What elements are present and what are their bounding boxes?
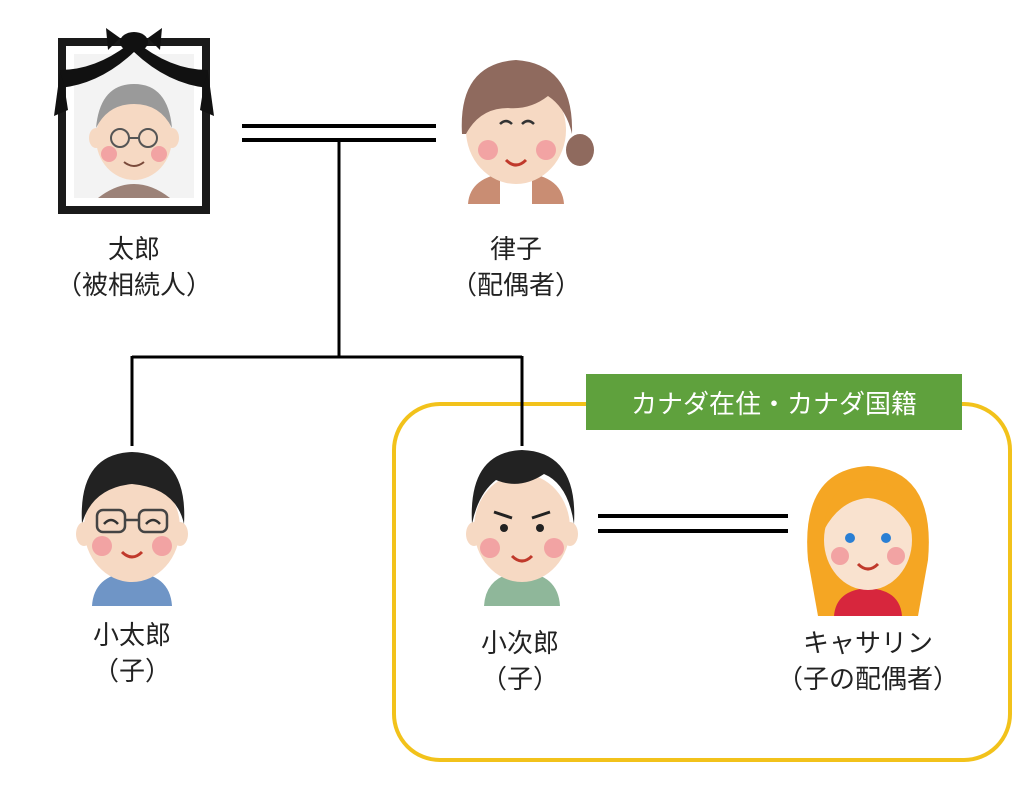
kojiro-name: 小次郎 [480,629,560,659]
residence-nationality-banner: カナダ在住・カナダ国籍 [586,374,962,430]
taro-name: 太郎 [107,235,161,265]
kotaro-role: （子） [92,657,172,687]
descent-lines [130,140,524,446]
taro-label: 太郎 （被相続人） [56,232,212,304]
ritsuko-label: 律子 （配偶者） [451,232,581,304]
marriage-line-taro-ritsuko [242,124,436,142]
kotaro-name: 小太郎 [92,621,172,651]
catherine-avatar [807,466,929,616]
kotaro-avatar [76,452,188,606]
kojiro-label: 小次郎 （子） [481,626,559,698]
marriage-line-kojiro-catherine [598,514,788,533]
kotaro-label: 小太郎 （子） [93,618,171,690]
kojiro-role: （子） [480,665,560,695]
ritsuko-avatar [461,60,594,204]
taro-memorial-portrait [54,28,214,214]
taro-role: （被相続人） [55,271,213,301]
catherine-name: キャサリン [802,629,934,659]
ritsuko-role: （配偶者） [450,271,582,301]
catherine-label: キャサリン （子の配偶者） [777,626,959,698]
ritsuko-name: 律子 [489,235,543,265]
kojiro-avatar [466,450,578,606]
catherine-role: （子の配偶者） [776,665,960,695]
